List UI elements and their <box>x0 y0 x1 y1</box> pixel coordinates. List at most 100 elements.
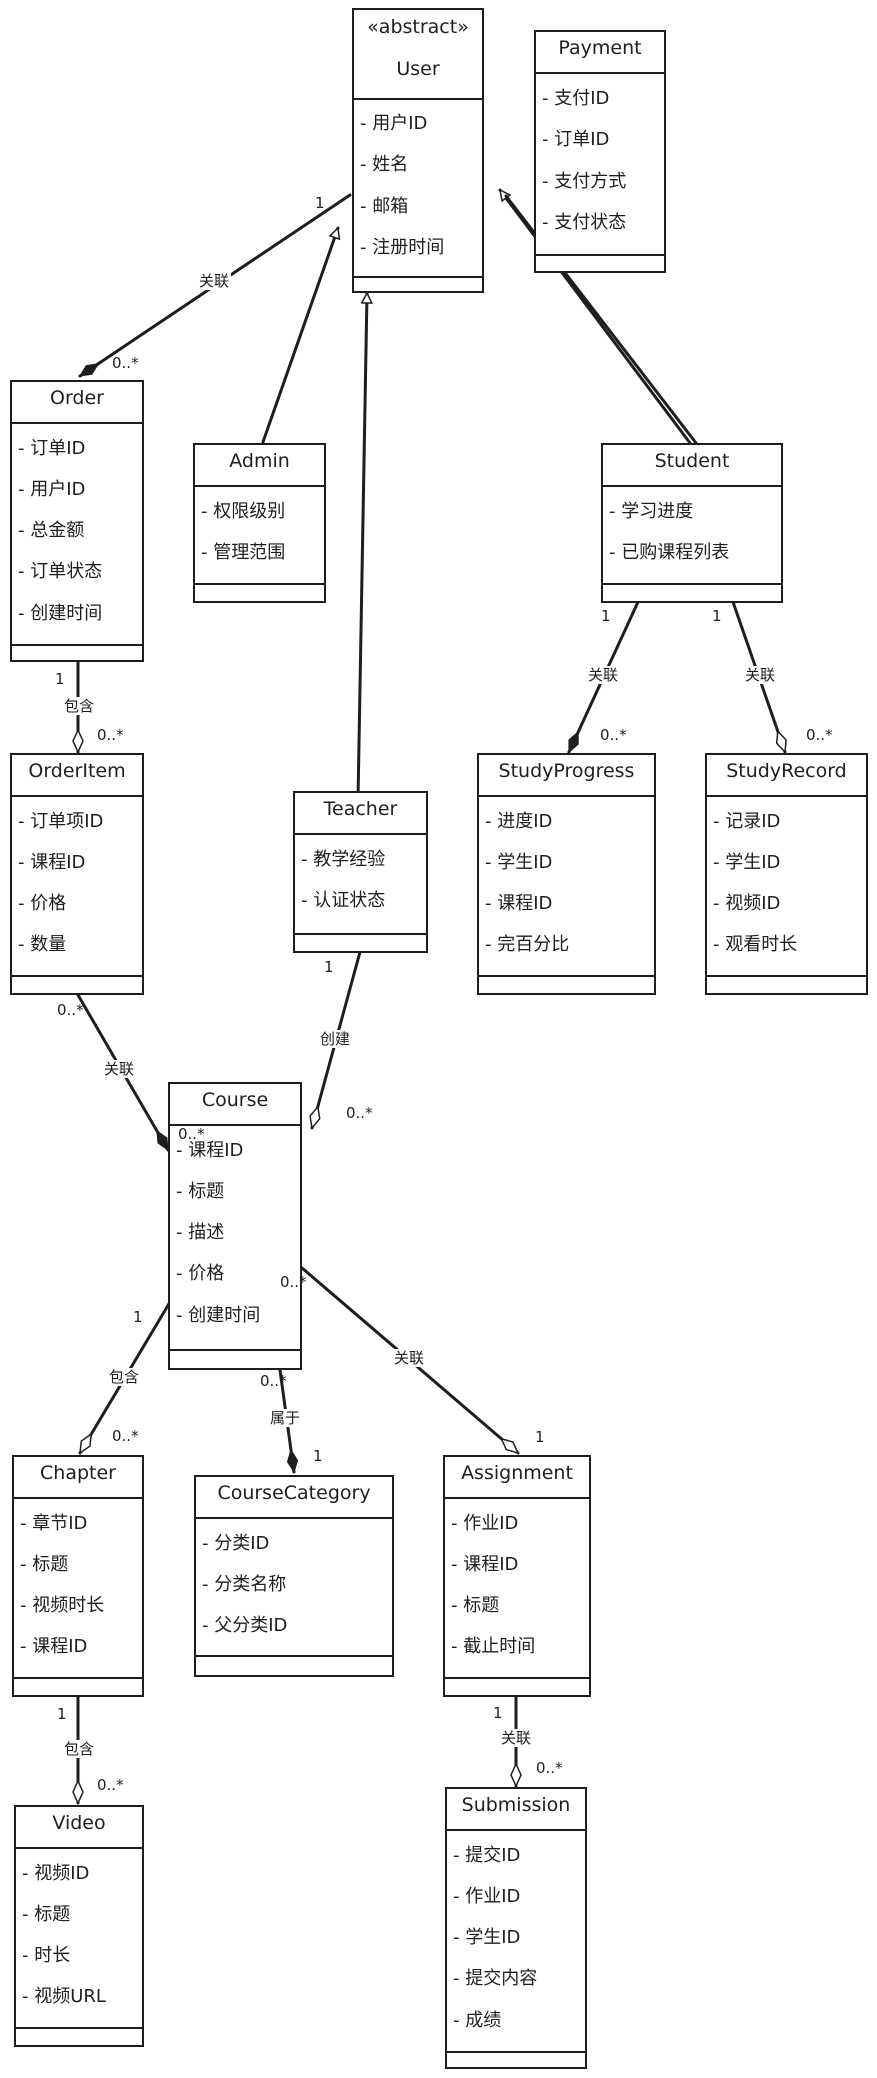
submission-name-divider <box>447 1829 585 1831</box>
order-attr-3: - 总金额 <box>18 520 85 541</box>
coursecategory-attr-1: - 分类ID <box>202 1533 270 1554</box>
coursecategory-class-name: CourseCategory <box>217 1482 371 1504</box>
student-studyrecord-target-mult: 0..* <box>806 726 833 744</box>
course-methods-divider <box>170 1349 300 1351</box>
order-orderitem-target-mult: 0..* <box>97 726 124 744</box>
course-attr-1: - 课程ID <box>176 1140 244 1161</box>
chapter-name-divider <box>14 1497 142 1499</box>
admin-attr-2: - 管理范围 <box>201 542 286 563</box>
submission-attr-5: - 成绩 <box>453 2010 502 2031</box>
coursecategory-name-divider <box>196 1517 392 1519</box>
class-coursecategory: CourseCategory - 分类ID - 分类名称 - 父分类ID <box>194 1475 394 1677</box>
admin-attr-1: - 权限级别 <box>201 501 286 522</box>
admin-methods-divider <box>195 583 324 585</box>
order-class-name: Order <box>50 387 104 409</box>
studyprogress-name-divider <box>479 795 654 797</box>
class-teacher: Teacher - 教学经验 - 认证状态 <box>293 791 428 953</box>
user-order-label: 关联 <box>197 272 232 290</box>
video-attr-4: - 视频URL <box>22 1986 106 2007</box>
course-coursecategory-source-mult: 0..* <box>260 1372 287 1390</box>
student-studyprogress-label: 关联 <box>586 666 621 684</box>
course-chapter-label: 包含 <box>107 1368 142 1386</box>
order-attr-2: - 用户ID <box>18 479 86 500</box>
assignment-attr-4: - 截止时间 <box>451 1636 536 1657</box>
teacher-attr-2: - 认证状态 <box>301 890 386 911</box>
assignment-methods-divider <box>445 1677 589 1679</box>
assignment-submission-source-mult: 1 <box>493 1704 503 1722</box>
course-attr-3: - 描述 <box>176 1222 225 1243</box>
chapter-attr-3: - 视频时长 <box>20 1595 105 1616</box>
student-studyprogress-target-mult: 0..* <box>600 726 627 744</box>
orderitem-attr-3: - 价格 <box>18 893 67 914</box>
studyrecord-methods-divider <box>707 975 866 977</box>
user-attr-1: - 用户ID <box>360 113 428 134</box>
chapter-video-label: 包含 <box>62 1740 97 1758</box>
orderitem-name-divider <box>12 795 142 797</box>
order-name-divider <box>12 422 142 424</box>
orderitem-course-target-mult: 0..* <box>178 1125 205 1143</box>
teacher-course-target-mult: 0..* <box>346 1104 373 1122</box>
coursecategory-methods-divider <box>196 1655 392 1657</box>
orderitem-attr-2: - 课程ID <box>18 852 86 873</box>
teacher-class-name: Teacher <box>323 798 398 820</box>
studyprogress-attr-3: - 课程ID <box>485 893 553 914</box>
teacher-course-label: 创建 <box>318 1030 353 1048</box>
class-submission: Submission - 提交ID - 作业ID - 学生ID - 提交内容 -… <box>445 1787 587 2069</box>
order-attr-5: - 创建时间 <box>18 603 103 624</box>
assignment-submission-label: 关联 <box>499 1729 534 1747</box>
payment-attr-3: - 支付方式 <box>542 171 627 192</box>
class-video: Video - 视频ID - 标题 - 时长 - 视频URL <box>14 1805 144 2047</box>
class-course: Course - 课程ID - 标题 - 描述 - 价格 - 创建时间 <box>168 1082 302 1370</box>
video-attr-1: - 视频ID <box>22 1863 90 1884</box>
studyrecord-attr-2: - 学生ID <box>713 852 781 873</box>
payment-methods-divider <box>536 254 664 256</box>
payment-attr-2: - 订单ID <box>542 129 610 150</box>
studyrecord-attr-4: - 观看时长 <box>713 934 798 955</box>
chapter-attr-2: - 标题 <box>20 1554 69 1575</box>
admin-name-divider <box>195 485 324 487</box>
payment-name-divider <box>536 72 664 74</box>
user-methods-divider <box>354 276 482 278</box>
class-user: «abstract» User - 用户ID - 姓名 - 邮箱 - 注册时间 <box>352 8 484 293</box>
submission-attr-1: - 提交ID <box>453 1845 521 1866</box>
course-assignment-source-mult: 0..* <box>280 1273 307 1291</box>
course-coursecategory-label: 属于 <box>268 1409 303 1427</box>
admin-class-name: Admin <box>229 450 290 472</box>
assignment-submission-target-mult: 0..* <box>536 1759 563 1777</box>
user-attr-4: - 注册时间 <box>360 237 445 258</box>
orderitem-course-source-mult: 0..* <box>57 1001 84 1019</box>
class-order: Order - 订单ID - 用户ID - 总金额 - 订单状态 - 创建时间 <box>10 380 144 662</box>
order-orderitem-source-mult: 1 <box>55 670 65 688</box>
studyprogress-attr-2: - 学生ID <box>485 852 553 873</box>
assignment-attr-2: - 课程ID <box>451 1554 519 1575</box>
studyprogress-attr-4: - 完百分比 <box>485 934 570 955</box>
user-attr-3: - 邮箱 <box>360 196 409 217</box>
studyprogress-methods-divider <box>479 975 654 977</box>
student-studyprogress-source-mult: 1 <box>601 607 611 625</box>
teacher-attr-1: - 教学经验 <box>301 849 386 870</box>
assignment-attr-3: - 标题 <box>451 1595 500 1616</box>
class-chapter: Chapter - 章节ID - 标题 - 视频时长 - 课程ID <box>12 1455 144 1697</box>
user-attr-2: - 姓名 <box>360 154 409 175</box>
course-assignment-target-mult: 1 <box>535 1428 545 1446</box>
studyprogress-class-name: StudyProgress <box>498 760 635 782</box>
studyrecord-class-name: StudyRecord <box>726 760 847 782</box>
video-name-divider <box>16 1847 142 1849</box>
class-studyrecord: StudyRecord - 记录ID - 学生ID - 视频ID - 观看时长 <box>705 753 868 995</box>
orderitem-attr-1: - 订单项ID <box>18 811 104 832</box>
orderitem-attr-4: - 数量 <box>18 934 67 955</box>
class-payment: Payment - 支付ID - 订单ID - 支付方式 - 支付状态 <box>534 30 666 273</box>
user-name-divider <box>354 98 482 100</box>
studyprogress-attr-1: - 进度ID <box>485 811 553 832</box>
studyrecord-attr-3: - 视频ID <box>713 893 781 914</box>
user-stereotype: «abstract» <box>367 16 469 38</box>
assignment-attr-1: - 作业ID <box>451 1513 519 1534</box>
student-studyrecord-label: 关联 <box>743 666 778 684</box>
studyrecord-name-divider <box>707 795 866 797</box>
course-attr-2: - 标题 <box>176 1181 225 1202</box>
student-extends-user-line <box>498 188 692 445</box>
assignment-class-name: Assignment <box>461 1462 573 1484</box>
orderitem-course-label: 关联 <box>102 1060 137 1078</box>
